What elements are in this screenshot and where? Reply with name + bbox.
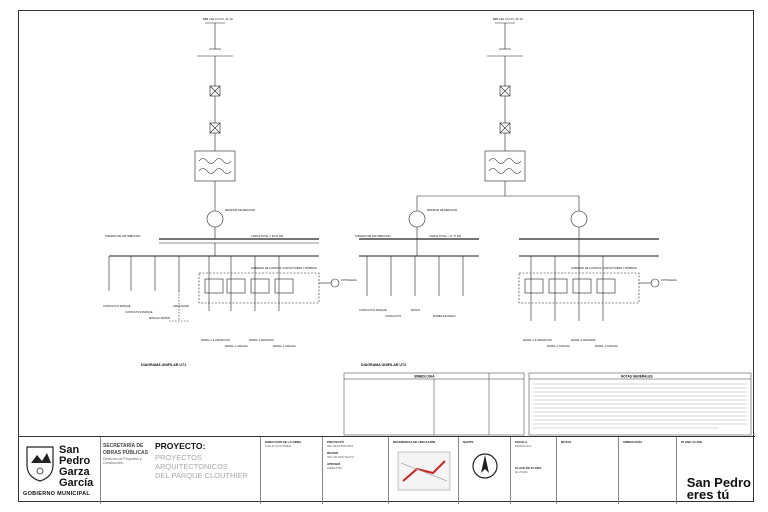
diagram1-board: TABLERO DE DISTRIBUCION	[105, 234, 141, 238]
diagram-ut1	[108, 22, 340, 322]
notes-header: NOTAS GENERALES	[621, 375, 653, 379]
diagram-ut2	[359, 22, 660, 321]
symbology-header: SIMBOLOGIA	[414, 375, 435, 379]
project-cell	[151, 437, 261, 504]
diagram2-circuit-3: RAMAL 3 ANDADOR	[571, 338, 596, 342]
diagram2-title: DIAGRAMA UNIFILAR UT2	[361, 363, 406, 367]
diagram2-load: CARGA TOTAL = 17.77 KW	[429, 234, 462, 238]
title-block: San Pedro Garza García GOBIERNO MUNICIPA…	[19, 436, 755, 504]
slogan: San Pedro eres tú	[686, 475, 751, 502]
diagram1-meter: MEDIDOR DE MEDICION	[225, 208, 255, 212]
diagram2-source: BEB CFE 13.2 KV, 3F, 4H	[493, 17, 523, 21]
notes-table	[528, 372, 752, 436]
diagram1-circuit-4: RAMAL 4 CANCHA	[273, 344, 296, 348]
diagram1-photocell: FOTOCELDA	[341, 278, 357, 282]
diagram2-load-1: CONTACTOS PARQUE	[359, 308, 387, 312]
diagram1-control: GABINETE DE CONTROL CONTACTORES Y BOBINA…	[251, 266, 317, 270]
government-label: GOBIERNO MUNICIPAL	[23, 491, 91, 497]
diagram1-load-3: MODULO BAÑOS	[149, 315, 170, 320]
diagram1-source: BEB CFE 13.2 KV, 3F, 4H	[203, 17, 233, 21]
diagram2-load-2: CONTACTOS	[385, 314, 401, 318]
responsables-cell: PROYECTÓ ING. ELECTRICISTA REVISÓ ING. D…	[323, 437, 389, 504]
project-label: PROYECTO:	[155, 441, 206, 451]
diagram1-circuit-3: RAMAL 3 ANDADOR	[249, 338, 274, 342]
diagram2-circuit-1: RAMAL 1 ILUMINACION	[523, 338, 552, 342]
diagram1-load-4: ARRA-MUER	[173, 304, 189, 308]
diagram2-circuit-4: RAMAL 4 CANCHA	[595, 344, 618, 348]
diagram1-circuit-2: RAMAL 2 CANCHA	[225, 344, 248, 348]
location-map-icon	[397, 451, 451, 491]
municipal-seal-icon	[26, 446, 54, 482]
secretaria-label: SECRETARÍA DE OBRAS PÚBLICAS	[103, 443, 149, 456]
north-arrow-icon	[472, 453, 498, 479]
location-cell: DIRECCION DE LA OBRA CALLE CLOUTHIER	[261, 437, 323, 504]
logo-cell: San Pedro Garza García GOBIERNO MUNICIPA…	[19, 437, 101, 504]
secretaria-sub: Dirección de Proyectos y Construcción	[103, 457, 142, 465]
diagram2-load-4: BOMBA DE RIEGO	[433, 314, 456, 318]
diagram1-load: CARGA TOTAL = 38.44 KW	[251, 234, 284, 238]
north-cell: NORTE	[459, 437, 511, 504]
diagram1-circuit-1: RAMAL 1 ILUMINACION	[201, 338, 230, 342]
diagram2-circuit-2: RAMAL 2 CANCHA	[547, 344, 570, 348]
location-reference-cell: REFERENCIA DE UBICACIÓN	[389, 437, 459, 504]
project-name: PROYECTOS ARQUITECTONICOS DEL PARQUE CLO…	[155, 453, 248, 480]
diagram2-board: TABLERO DE DISTRIBUCION	[355, 234, 391, 238]
diagram1-load-1: CONTACTOS PARQUE	[103, 304, 131, 308]
drawing-sheet: DIAGRAMA UNIFILAR UT1 BEB CFE 13.2 KV, 3…	[18, 10, 755, 504]
scale-cell: ESCALA SIN ESCALA CLAVE DE PLANO IE-UT-0…	[511, 437, 557, 504]
diagram2-load-3: BAÑOS	[411, 307, 420, 312]
diagram1-load-2: CONTACTOS PARQUE	[125, 310, 153, 314]
diagram2-meter: MEDIDOR DE MEDICION	[427, 208, 457, 212]
symbology-table	[343, 372, 525, 436]
diagram2-photocell: FOTOCELDA	[661, 278, 677, 282]
municipality-logo-text: San Pedro Garza García	[59, 444, 94, 489]
key-plan-cell: PLANO CLAVE San Pedro eres tú	[681, 440, 751, 502]
notes-lines	[533, 383, 747, 429]
notes-cell: NOTAS	[557, 437, 619, 504]
single-line-diagram: DIAGRAMA UNIFILAR UT1 BEB CFE 13.2 KV, 3…	[103, 17, 752, 436]
symbology-cell: SIMBOLOGÍA	[619, 437, 677, 504]
diagram1-title: DIAGRAMA UNIFILAR UT1	[141, 363, 186, 367]
diagram2-control: GABINETE DE CONTROL CONTACTORES Y BOBINA…	[571, 266, 637, 270]
